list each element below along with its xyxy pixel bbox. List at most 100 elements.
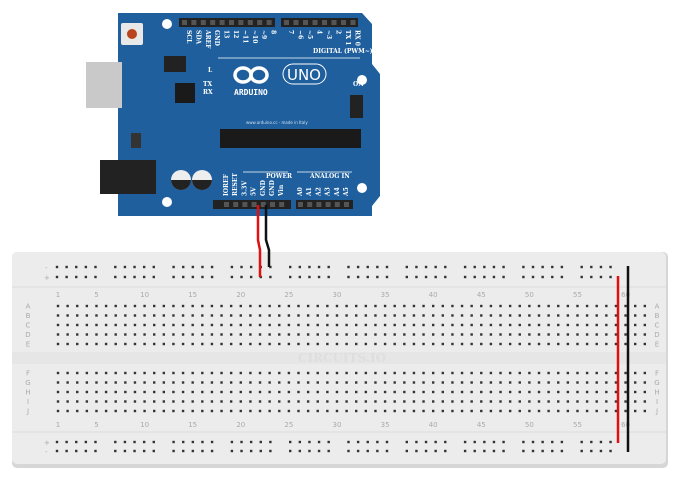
- breadboard-hole[interactable]: [499, 314, 502, 317]
- breadboard-hole[interactable]: [172, 381, 175, 384]
- breadboard-hole[interactable]: [508, 400, 512, 403]
- breadboard-hole[interactable]: [624, 323, 627, 327]
- rail-hole[interactable]: [531, 265, 535, 269]
- rail-hole[interactable]: [142, 449, 146, 453]
- breadboard-hole[interactable]: [547, 409, 550, 413]
- rail-hole[interactable]: [84, 265, 88, 269]
- breadboard-hole[interactable]: [258, 323, 262, 327]
- breadboard-hole[interactable]: [220, 400, 223, 403]
- breadboard-hole[interactable]: [508, 333, 512, 336]
- breadboard-hole[interactable]: [76, 314, 79, 317]
- breadboard-hole[interactable]: [95, 381, 98, 384]
- breadboard-hole[interactable]: [547, 400, 550, 403]
- breadboard-hole[interactable]: [181, 342, 185, 346]
- rail-hole[interactable]: [483, 449, 486, 453]
- header-pin[interactable]: [350, 20, 356, 25]
- breadboard-hole[interactable]: [451, 381, 454, 384]
- breadboard-hole[interactable]: [162, 390, 166, 394]
- breadboard-hole[interactable]: [268, 381, 271, 384]
- rail-hole[interactable]: [298, 275, 302, 279]
- breadboard-hole[interactable]: [537, 323, 541, 327]
- rail-hole[interactable]: [376, 275, 379, 279]
- breadboard-hole[interactable]: [605, 371, 608, 375]
- breadboard-hole[interactable]: [480, 314, 483, 317]
- rail-hole[interactable]: [152, 440, 155, 444]
- breadboard-hole[interactable]: [297, 381, 300, 384]
- breadboard-hole[interactable]: [624, 304, 627, 308]
- breadboard-hole[interactable]: [624, 390, 627, 394]
- rail-hole[interactable]: [560, 265, 564, 269]
- breadboard-hole[interactable]: [412, 390, 416, 394]
- rail-hole[interactable]: [55, 265, 59, 269]
- header-pin[interactable]: [316, 202, 322, 207]
- breadboard-hole[interactable]: [605, 314, 608, 317]
- breadboard-hole[interactable]: [201, 381, 204, 384]
- breadboard-hole[interactable]: [499, 409, 502, 413]
- breadboard-hole[interactable]: [306, 323, 310, 327]
- breadboard-hole[interactable]: [249, 409, 252, 413]
- breadboard-hole[interactable]: [66, 400, 69, 403]
- breadboard-hole[interactable]: [566, 371, 570, 375]
- breadboard-hole[interactable]: [566, 314, 570, 317]
- breadboard-hole[interactable]: [85, 304, 89, 308]
- breadboard-hole[interactable]: [576, 333, 579, 336]
- rail-hole[interactable]: [327, 440, 330, 444]
- breadboard-hole[interactable]: [114, 409, 117, 413]
- breadboard-hole[interactable]: [181, 371, 185, 375]
- rail-hole[interactable]: [405, 275, 408, 279]
- breadboard-hole[interactable]: [403, 371, 406, 375]
- breadboard-hole[interactable]: [172, 342, 175, 346]
- rail-hole[interactable]: [356, 440, 360, 444]
- rail-hole[interactable]: [201, 265, 204, 269]
- breadboard-hole[interactable]: [480, 333, 483, 336]
- rail-hole[interactable]: [356, 449, 360, 453]
- rail-hole[interactable]: [492, 275, 496, 279]
- breadboard-hole[interactable]: [614, 333, 618, 336]
- header-pin[interactable]: [200, 20, 206, 25]
- breadboard-hole[interactable]: [278, 342, 281, 346]
- breadboard-hole[interactable]: [162, 400, 166, 403]
- breadboard-hole[interactable]: [595, 323, 598, 327]
- breadboard-hole[interactable]: [85, 371, 89, 375]
- breadboard-hole[interactable]: [258, 390, 262, 394]
- breadboard-hole[interactable]: [133, 333, 137, 336]
- breadboard-hole[interactable]: [114, 304, 117, 308]
- breadboard-hole[interactable]: [547, 381, 550, 384]
- rail-hole[interactable]: [317, 265, 321, 269]
- breadboard-hole[interactable]: [422, 323, 425, 327]
- rail-hole[interactable]: [152, 275, 155, 279]
- breadboard-hole[interactable]: [181, 409, 185, 413]
- rail-hole[interactable]: [551, 275, 554, 279]
- rail-hole[interactable]: [298, 449, 302, 453]
- breadboard-hole[interactable]: [258, 342, 262, 346]
- breadboard-hole[interactable]: [634, 342, 637, 346]
- rail-hole[interactable]: [580, 440, 583, 444]
- breadboard-hole[interactable]: [595, 400, 598, 403]
- breadboard-hole[interactable]: [220, 381, 223, 384]
- breadboard-hole[interactable]: [143, 371, 146, 375]
- breadboard-hole[interactable]: [364, 333, 368, 336]
- breadboard-hole[interactable]: [605, 390, 608, 394]
- breadboard-hole[interactable]: [595, 371, 598, 375]
- header-pin[interactable]: [344, 202, 349, 207]
- rail-hole[interactable]: [356, 265, 360, 269]
- breadboard-hole[interactable]: [441, 333, 444, 336]
- breadboard-hole[interactable]: [114, 333, 117, 336]
- breadboard-hole[interactable]: [191, 381, 194, 384]
- breadboard-hole[interactable]: [643, 304, 647, 308]
- breadboard-hole[interactable]: [528, 371, 531, 375]
- breadboard-hole[interactable]: [335, 381, 339, 384]
- breadboard-hole[interactable]: [489, 323, 493, 327]
- breadboard-hole[interactable]: [499, 371, 502, 375]
- breadboard-hole[interactable]: [422, 390, 425, 394]
- breadboard-hole[interactable]: [153, 342, 156, 346]
- breadboard-hole[interactable]: [162, 409, 166, 413]
- breadboard-hole[interactable]: [605, 342, 608, 346]
- breadboard-hole[interactable]: [537, 400, 541, 403]
- breadboard-hole[interactable]: [364, 304, 368, 308]
- rail-hole[interactable]: [385, 275, 389, 279]
- breadboard-hole[interactable]: [383, 342, 387, 346]
- rail-hole[interactable]: [123, 449, 127, 453]
- breadboard-hole[interactable]: [614, 314, 618, 317]
- breadboard-hole[interactable]: [431, 400, 435, 403]
